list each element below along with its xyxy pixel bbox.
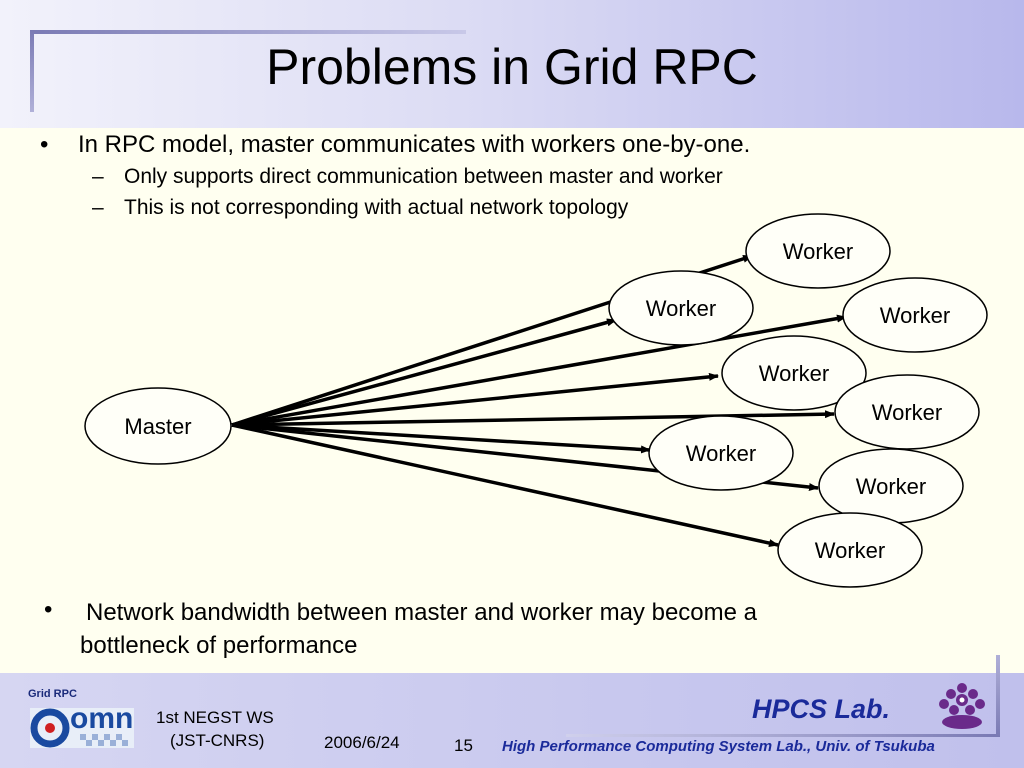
worker-label: Worker [646,296,717,321]
worker-node [834,374,980,450]
bullet-symbol: • [40,131,49,158]
logo-caption: Grid RPC [28,688,77,700]
slide-footer [0,673,1024,768]
sub-bullet-symbol: – [92,165,104,188]
worker-node [842,277,988,353]
omni-logo: omni [30,702,134,748]
master-node [84,387,232,465]
header-decor-line-vertical [30,30,34,112]
worker-node [745,213,891,289]
sub-bullet-text: This is not corresponding with actual ne… [124,196,629,219]
worker-label: Worker [783,239,854,264]
bullet-text: Network bandwidth between master and wor… [80,599,757,659]
bullet-text: In RPC model, master communicates with w… [78,131,751,158]
lab-full-name: High Performance Computing System Lab., … [502,738,935,755]
slide-title: Problems in Grid RPC [266,39,758,95]
worker-node [721,335,867,411]
sub-bullet-symbol: – [92,196,104,219]
master-label: Master [124,414,191,439]
arrow-to-worker-2 [231,318,617,427]
lab-logo-text: HPCS Lab. [752,694,891,724]
worker-label: Worker [856,474,927,499]
worker-label: Worker [686,441,757,466]
worker-node [648,415,794,491]
university-emblem-icon [939,683,985,729]
arrow-to-worker-6 [231,423,651,454]
page-number: 15 [454,736,473,755]
bullet-symbol: • [44,596,53,623]
worker-label: Worker [759,361,830,386]
footer-decor-line-vertical [996,655,1000,737]
event-org: (JST-CNRS) [170,731,265,750]
arrow-to-worker-3 [231,314,847,427]
omni-logo-text: omni [70,702,134,735]
worker-label: Worker [872,400,943,425]
header-decor-line [30,30,466,34]
slide-date: 2006/6/24 [324,733,400,752]
worker-label: Worker [815,538,886,563]
footer-decor-line [566,734,1000,737]
worker-node [777,512,923,588]
worker-label: Worker [880,303,951,328]
worker-node [608,270,754,346]
arrow-to-worker-8 [231,423,779,547]
arrow-to-worker-4 [231,372,719,427]
event-name: 1st NEGST WS [156,708,274,727]
sub-bullet-text: Only supports direct communication betwe… [124,165,723,188]
slide-header [0,0,1024,128]
